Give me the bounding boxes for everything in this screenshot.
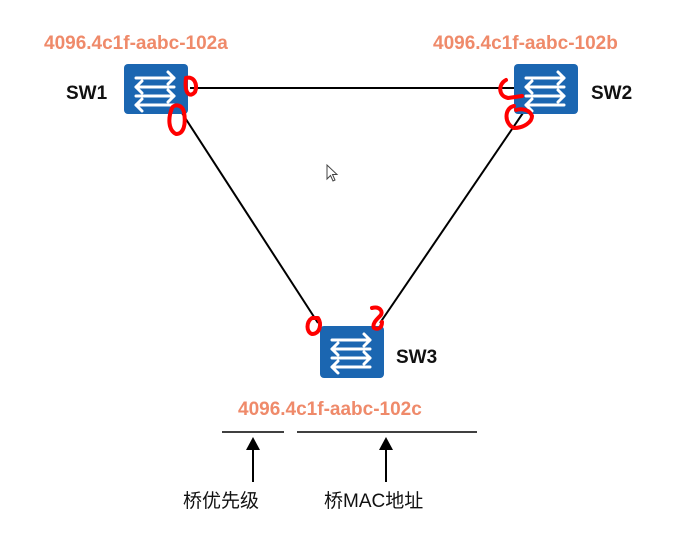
link-sw1-sw3 bbox=[179, 109, 319, 324]
bridge-priority-label: 桥优先级 bbox=[183, 491, 260, 512]
port-marker-sw3-right bbox=[370, 305, 384, 331]
switch-icon-sw3 bbox=[320, 326, 384, 378]
bridge-mac-label: 桥MAC地址 bbox=[324, 491, 424, 512]
sw1-bridge-id: 4096.4c1f-aabc-102a bbox=[44, 33, 228, 54]
port-marker-sw2-bottom bbox=[504, 104, 534, 130]
port-marker-sw3-left bbox=[305, 316, 322, 336]
port-marker-sw2-left bbox=[498, 78, 524, 100]
port-marker-sw1-right bbox=[183, 75, 198, 97]
link-sw2-sw3 bbox=[379, 109, 526, 324]
sw2-bridge-id: 4096.4c1f-aabc-102b bbox=[433, 33, 618, 54]
priority-arrow-icon bbox=[246, 437, 260, 482]
sw3-label: SW3 bbox=[396, 347, 438, 368]
sw1-label: SW1 bbox=[66, 83, 108, 104]
port-marker-sw1-bottom bbox=[167, 103, 187, 136]
sw3-bridge-id: 4096.4c1f-aabc-102c bbox=[238, 399, 422, 420]
sw2-label: SW2 bbox=[591, 83, 633, 104]
switch-icon-sw1 bbox=[124, 64, 188, 114]
switch-icon-sw2 bbox=[514, 64, 578, 114]
mac-arrow-icon bbox=[379, 437, 393, 482]
mouse-cursor-icon bbox=[326, 163, 339, 182]
